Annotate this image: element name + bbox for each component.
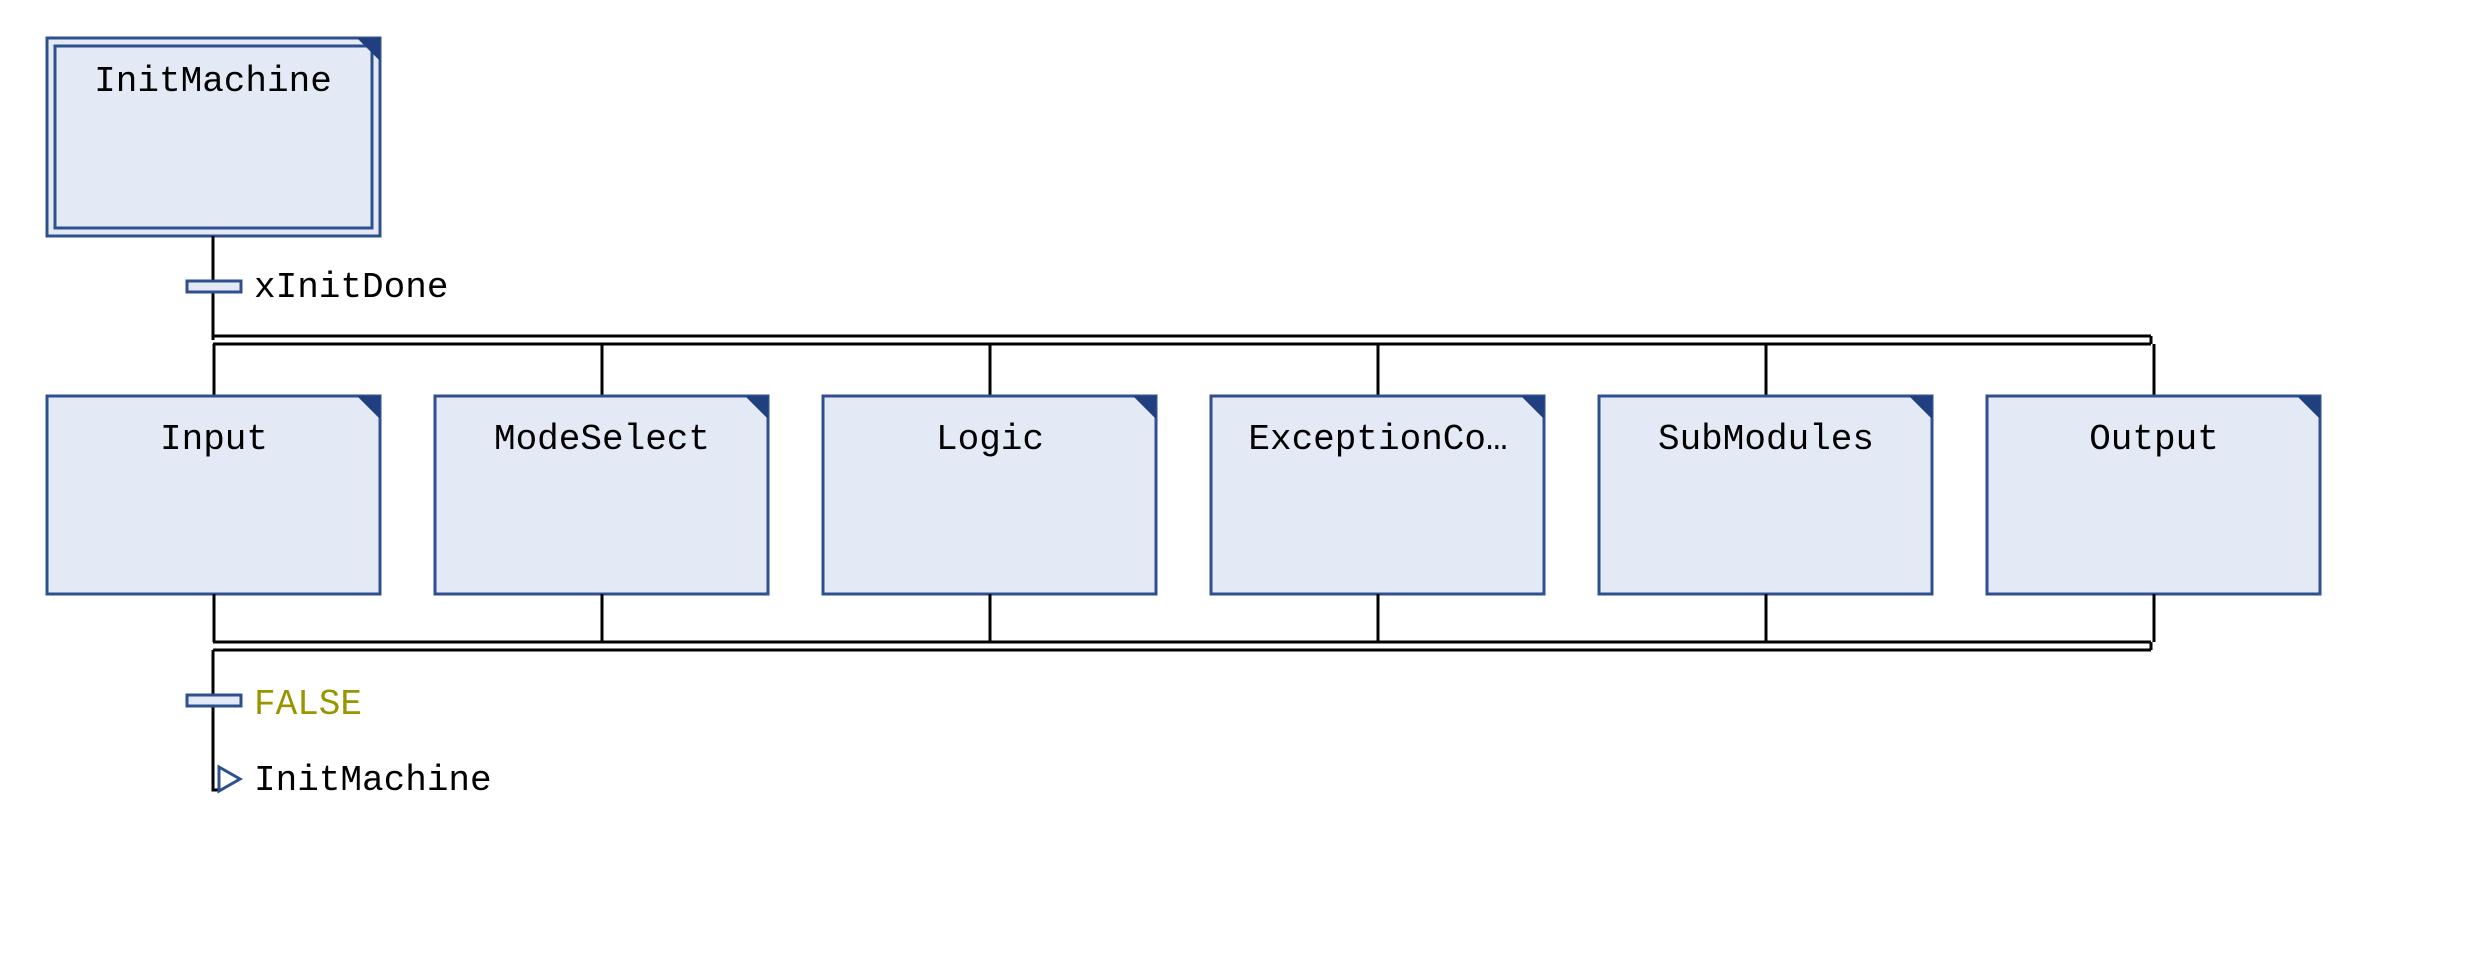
jump-initmachine[interactable]: InitMachine [211, 760, 492, 801]
parallel-step-box [45, 394, 382, 596]
parallel-step-box [1209, 394, 1546, 596]
parallel-step-1[interactable]: ModeSelect [433, 344, 770, 642]
jump-target-label: InitMachine [254, 760, 492, 801]
initial-step-initmachine[interactable]: InitMachine [45, 36, 382, 238]
initial-step-inner-border [53, 44, 374, 230]
parallel-step-box [1985, 394, 2322, 596]
parallel-step-2[interactable]: Logic [821, 344, 1158, 642]
parallel-steps-group: Input ModeSelect Logic ExceptionCo… SubModul… [45, 344, 2322, 642]
step-corner-marker-icon [357, 396, 380, 419]
parallel-step-label: SubModules [1658, 419, 1874, 460]
step-corner-marker-icon [1521, 396, 1544, 419]
parallel-step-5[interactable]: Output [1985, 344, 2322, 642]
parallel-step-4[interactable]: SubModules [1597, 344, 1934, 642]
parallel-step-label: ModeSelect [494, 419, 710, 460]
transition-condition-label: xInitDone [254, 267, 448, 308]
parallel-step-box [821, 394, 1158, 596]
transition-bar-1 [185, 279, 243, 294]
transition-xinitdone[interactable]: xInitDone [185, 267, 448, 308]
parallel-step-box [433, 394, 770, 596]
step-corner-marker-icon [2297, 396, 2320, 419]
initial-step-label: InitMachine [94, 61, 332, 102]
parallel-step-label: Output [2089, 419, 2219, 460]
parallel-step-3[interactable]: ExceptionCo… [1209, 344, 1546, 642]
transition-condition-label: FALSE [254, 684, 362, 725]
step-corner-marker-icon [357, 38, 380, 61]
initial-step-outer-border [45, 36, 382, 238]
step-corner-marker-icon [745, 396, 768, 419]
parallel-step-label: ExceptionCo… [1248, 419, 1507, 460]
parallel-step-label: Logic [936, 419, 1044, 460]
step-corner-marker-icon [1133, 396, 1156, 419]
jump-wire [211, 765, 218, 792]
transition-bar-2 [185, 693, 243, 708]
parallel-step-label: Input [160, 419, 268, 460]
transition-false[interactable]: FALSE [185, 684, 362, 725]
step-corner-marker-icon [1909, 396, 1932, 419]
parallel-step-0[interactable]: Input [45, 344, 382, 642]
jump-arrow-icon [217, 764, 244, 794]
